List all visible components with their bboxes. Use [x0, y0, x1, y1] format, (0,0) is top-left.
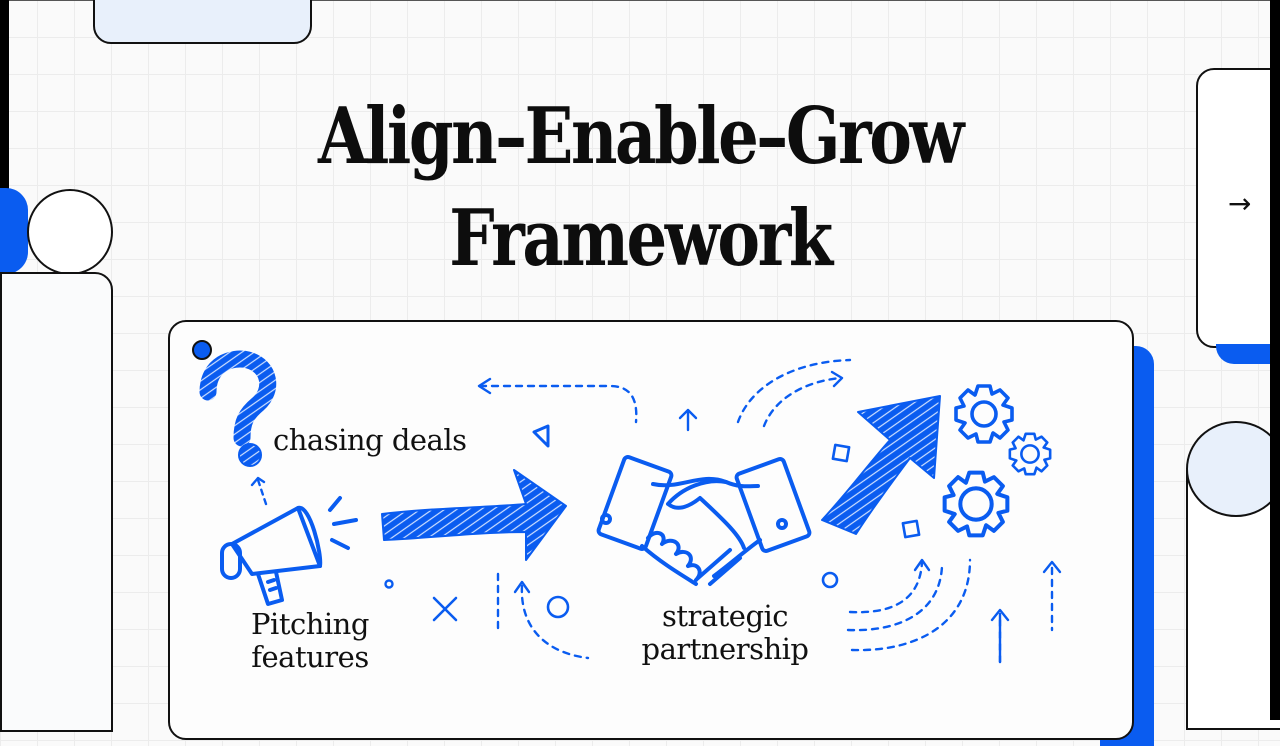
- diagram-card: chasing deals Pitching features strategi…: [168, 320, 1134, 740]
- next-slide-card-accent: [1216, 344, 1280, 364]
- right-arrow-icon: [381, 469, 567, 561]
- window-top-edge: [0, 0, 1280, 1]
- window-right-edge: [1270, 0, 1280, 720]
- gears-icon: [942, 384, 1052, 538]
- label-strategic-line-2: partnership: [641, 632, 809, 667]
- question-mark-icon: [199, 350, 277, 467]
- top-decor-tab: [93, 0, 312, 44]
- label-strategic-line-1: strategic: [661, 599, 789, 633]
- left-decor-panel: [0, 272, 113, 732]
- slide-title-line-2: Framework: [449, 193, 833, 284]
- right-decor-panel: [1186, 470, 1280, 730]
- megaphone-icon: [220, 496, 358, 606]
- left-decor-blue-pill: [0, 188, 28, 274]
- label-strategic-partnership: strategic partnership: [620, 599, 830, 667]
- card-corner-dot: [192, 340, 212, 360]
- handshake-icon: [596, 455, 812, 586]
- label-pitching-features: Pitching features: [251, 607, 369, 675]
- diagram-art: [199, 350, 1062, 664]
- next-slide-card[interactable]: [1196, 68, 1280, 348]
- next-arrow-icon[interactable]: →: [1228, 187, 1252, 220]
- left-decor-circle: [27, 189, 113, 275]
- slide-title-line-1: Align–Enable–Grow: [317, 91, 964, 182]
- right-decor-circle: [1186, 421, 1280, 517]
- label-chasing-deals: chasing deals: [273, 423, 467, 457]
- growth-arrow-icon: [821, 395, 941, 535]
